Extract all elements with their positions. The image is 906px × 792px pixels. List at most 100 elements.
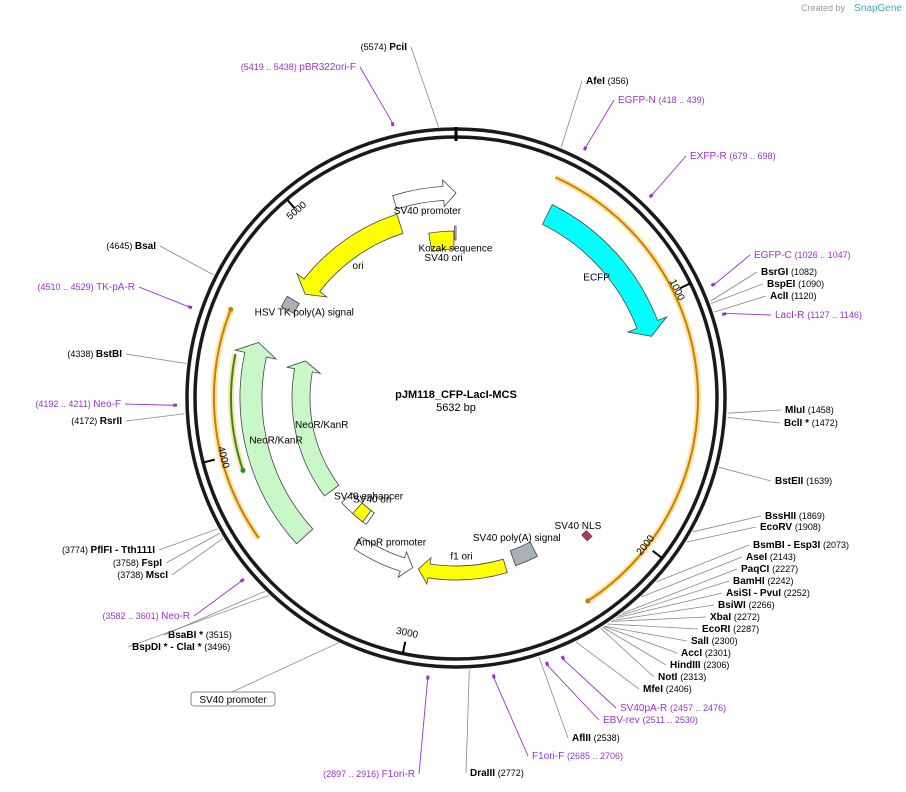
enzyme-leader-14	[615, 592, 723, 619]
kozak-feature	[454, 225, 457, 241]
ori-feature	[295, 213, 404, 298]
orf-neo-green-tip	[240, 467, 246, 473]
plasmid-length: 5632 bp	[436, 402, 476, 414]
primer-label-2: EXFP-R (679 .. 698)	[690, 151, 775, 162]
primer-mark-7	[492, 674, 496, 679]
enzyme-leader-21	[600, 627, 655, 678]
primer-leader-11	[138, 286, 189, 307]
hsv-tk-feature	[280, 295, 300, 314]
sv40-enhancer-label: SV40 enhancer	[334, 492, 404, 503]
enzyme-label-3: BspEI (1090)	[767, 279, 824, 290]
enzyme-leader-1	[560, 80, 583, 148]
enzyme-label-32: (4645) BsaI	[106, 241, 156, 252]
enzyme-label-22: MfeI (2406)	[643, 684, 692, 695]
enzyme-leader-7	[718, 466, 772, 482]
primer-leader-7	[493, 678, 529, 757]
enzyme-leader-8	[692, 515, 762, 533]
primer-leader-4	[726, 312, 772, 316]
enzyme-leader-20	[602, 626, 667, 666]
enzyme-label-8: BssHII (1869)	[765, 511, 825, 522]
enzyme-label-17: EcoRI (2287)	[702, 624, 759, 635]
boxed-label-text: SV40 promoter	[199, 695, 267, 706]
enzyme-label-16: XbaI (2272)	[710, 612, 760, 623]
enzyme-label-27: (3738) MscI	[117, 570, 168, 581]
enzyme-leader-6	[727, 417, 781, 424]
enzyme-label-15: BsiWI (2266)	[718, 600, 775, 611]
sv40-ori-bottom-feature	[352, 502, 372, 523]
primer-label-10: (4192 .. 4211) Neo-F	[35, 399, 121, 410]
primer-leader-8	[418, 679, 429, 775]
sv40-promoter-feature	[392, 179, 457, 210]
tick-mark-1000	[679, 282, 691, 290]
primer-leader-1	[585, 99, 615, 147]
enzyme-label-31: (4338) BstBI	[67, 349, 122, 360]
primer-label-3: EGFP-C (1026 .. 1047)	[754, 250, 851, 261]
primer-leader-0	[359, 66, 393, 123]
primer-mark-6	[545, 661, 550, 667]
enzyme-label-23: AflII (2538)	[572, 733, 620, 744]
primer-label-8: (2897 .. 2916) F1ori-R	[323, 769, 415, 780]
primer-mark-1	[582, 145, 588, 151]
enzyme-label-9: EcoRV (1908)	[760, 522, 821, 533]
sv40-nls-feature	[581, 530, 593, 542]
primer-label-6: EBV-rev (2511 .. 2530)	[603, 715, 698, 726]
enzyme-label-2: BsrGI (1082)	[761, 267, 817, 278]
enzyme-label-6: BclI * (1472)	[784, 418, 838, 429]
enzyme-label-18: SalI (2300)	[691, 636, 738, 647]
primer-mark-5	[560, 655, 566, 661]
enzyme-leader-26	[127, 595, 270, 648]
enzyme-leader-15	[612, 604, 715, 621]
orf-left	[213, 309, 260, 539]
primer-mark-0	[390, 121, 395, 127]
enzyme-leader-23	[538, 656, 569, 739]
enzyme-label-20: HindIII (2306)	[670, 660, 729, 671]
enzyme-label-26: BspDI * - ClaI * (3496)	[132, 642, 230, 653]
enzyme-leader-2	[709, 271, 758, 302]
enzyme-label-24: DraIII (2772)	[470, 768, 524, 779]
primer-leader-2	[652, 155, 687, 195]
neor-inner-label: NeoR/KanR	[295, 420, 348, 431]
boxed-label-frame	[190, 691, 276, 707]
enzyme-label-10: BsmBI - Esp3I (2073)	[753, 540, 849, 551]
boxed-label-leader	[231, 641, 342, 693]
enzyme-leader-10	[656, 544, 750, 583]
enzyme-leader-31	[125, 353, 187, 364]
primer-label-7: F1ori-F (2685 .. 2706)	[532, 751, 623, 762]
enzyme-label-28: (3758) FspI	[113, 558, 162, 569]
sv40-polya-feature	[509, 541, 538, 567]
f1-ori-label: f1 ori	[450, 552, 472, 563]
primer-mark-2	[648, 193, 654, 199]
primer-label-4: LacI-R (1127 .. 1146)	[775, 310, 862, 321]
f1-ori-feature	[417, 556, 508, 586]
enzyme-leader-5	[727, 409, 782, 414]
enzyme-label-4: AclI (1120)	[770, 291, 816, 302]
enzyme-leader-32	[159, 245, 214, 276]
primer-leader-10	[124, 403, 174, 406]
enzyme-leader-19	[603, 625, 678, 654]
primer-mark-9	[239, 577, 245, 583]
enzyme-leader-22	[575, 641, 640, 690]
enzyme-label-25: BsaBI * (3515)	[168, 630, 232, 641]
hsv-tk-label: HSV TK poly(A) signal	[255, 307, 354, 318]
tick-label-3000: 3000	[395, 626, 419, 641]
tick-mark-3000	[401, 641, 407, 654]
ampr-promoter-feature	[353, 536, 414, 579]
enzyme-label-13: BamHI (2242)	[733, 576, 793, 587]
sv40-ori-top-feature	[428, 230, 455, 252]
enzyme-leader-13	[618, 580, 730, 617]
primer-label-1: EGFP-N (418 .. 439)	[618, 95, 705, 106]
sv40-polya-label: SV40 poly(A) signal	[473, 533, 561, 544]
enzyme-leader-4	[713, 295, 767, 313]
enzyme-leader-18	[604, 625, 688, 642]
enzyme-leader-3	[710, 283, 764, 304]
neor-outer-feature	[233, 341, 314, 545]
enzyme-label-7: BstEII (1639)	[775, 476, 832, 487]
tick-label-4000: 4000	[215, 445, 231, 470]
primer-leader-6	[547, 665, 600, 721]
tick-mark-4000	[202, 458, 215, 464]
